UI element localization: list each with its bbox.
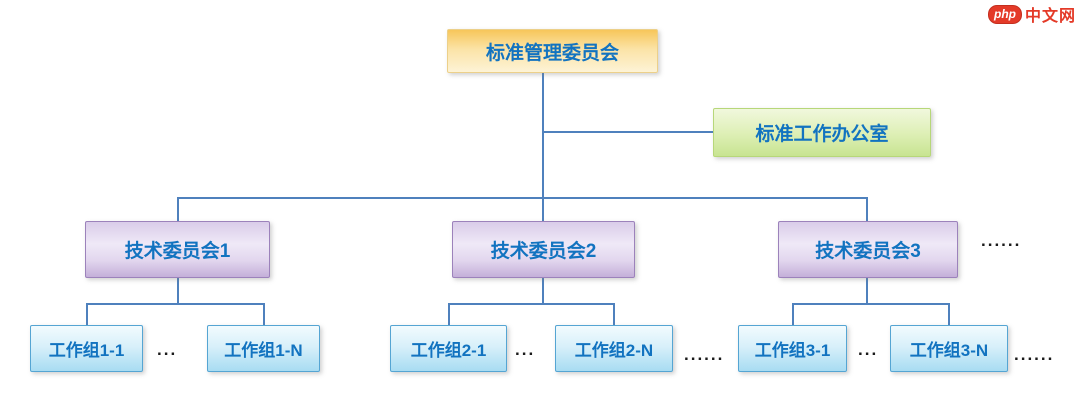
connector-committee2-stem <box>542 278 544 305</box>
org-node-workgroup-2-1-label: 工作组2-1 <box>410 341 487 360</box>
org-node-committee-2-label: 技术委员会2 <box>490 241 597 262</box>
workgroup-2-after-ellipsis: ...... <box>684 345 725 364</box>
php-logo-site-text: 中文网 <box>1024 8 1076 25</box>
org-node-committee-3-label: 技术委员会3 <box>815 241 921 262</box>
org-node-workgroup-3-n: 工作组3-N <box>890 325 1008 372</box>
org-node-committee-1: 技术委员会1 <box>85 221 270 278</box>
connector-group1-horizontal <box>86 303 265 305</box>
workgroup-2-ellipsis: ... <box>515 340 536 359</box>
org-node-workgroup-1-1-label: 工作组1-1 <box>48 341 125 360</box>
org-node-workgroup-2-1: 工作组2-1 <box>390 325 507 372</box>
workgroup-3-ellipsis: ... <box>858 340 879 359</box>
connector-group1-1-drop <box>86 303 88 325</box>
connector-root-drop <box>542 73 544 221</box>
org-node-committee-1-label: 技术委员会1 <box>124 241 231 262</box>
org-node-root-label: 标准管理委员会 <box>485 42 619 64</box>
org-node-workgroup-2-n: 工作组2-N <box>555 325 673 372</box>
org-node-workgroup-3-1-label: 工作组3-1 <box>754 341 831 360</box>
workgroup-1-ellipsis: ... <box>157 340 178 359</box>
connector-group3-n-drop <box>948 303 950 325</box>
connector-committee3-stem <box>866 278 868 305</box>
org-node-office-label: 标准工作办公室 <box>755 124 889 145</box>
org-node-workgroup-3-1: 工作组3-1 <box>738 325 847 372</box>
php-logo-badge-icon: php <box>987 4 1022 24</box>
connector-committee1-drop <box>177 197 179 221</box>
connector-group2-horizontal <box>448 303 615 305</box>
connector-group1-n-drop <box>263 303 265 325</box>
org-node-workgroup-1-n-label: 工作组1-N <box>224 341 303 360</box>
connector-group3-horizontal <box>792 303 950 305</box>
connector-office-branch <box>543 131 713 133</box>
connector-committee1-stem <box>177 278 179 305</box>
org-node-workgroup-1-n: 工作组1-N <box>207 325 320 372</box>
workgroup-3-after-ellipsis: ...... <box>1014 345 1055 364</box>
php-cn-logo: php 中文网 <box>987 4 1076 25</box>
org-node-workgroup-3-n-label: 工作组3-N <box>909 341 989 360</box>
connector-group3-1-drop <box>792 303 794 325</box>
org-node-committee-3: 技术委员会3 <box>778 221 958 278</box>
org-node-workgroup-2-n-label: 工作组2-N <box>574 341 654 360</box>
committees-ellipsis: ...... <box>981 231 1022 250</box>
org-node-committee-2: 技术委员会2 <box>452 221 635 278</box>
org-node-root: 标准管理委员会 <box>447 29 658 73</box>
connector-group2-n-drop <box>613 303 615 325</box>
connector-group2-1-drop <box>448 303 450 325</box>
org-node-office: 标准工作办公室 <box>713 108 931 157</box>
connector-committee3-drop <box>866 197 868 221</box>
connector-main-horizontal <box>177 197 868 199</box>
org-node-workgroup-1-1: 工作组1-1 <box>30 325 143 372</box>
